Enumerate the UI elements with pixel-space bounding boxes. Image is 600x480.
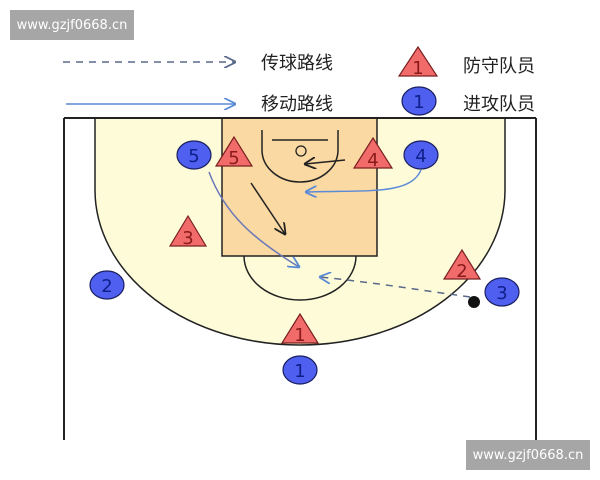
pass-line [320,277,471,298]
svg-text:3: 3 [182,228,193,249]
svg-text:1: 1 [412,58,423,79]
attacker-1: 1 [282,355,318,385]
svg-text:4: 4 [367,150,378,171]
defender-1: 1 [280,312,320,346]
attacker-5-cut [208,171,299,267]
legend-pass-label: 传球路线 [261,53,333,74]
legend-defender-label: 防守队员 [463,56,535,77]
defender-4: 4 [352,136,394,171]
defender-move-arrow [250,182,285,234]
svg-text:1: 1 [413,92,424,113]
svg-text:1: 1 [294,325,305,346]
attacker-4-cut [306,169,422,192]
svg-text:5: 5 [188,146,199,167]
legend-defender-icon: 1 [397,45,439,79]
attacker-4: 4 [403,140,439,170]
svg-text:3: 3 [496,283,507,304]
svg-text:2: 2 [456,261,467,282]
legend-move-label: 移动路线 [261,94,333,115]
paint-key [221,117,378,257]
defender-move-arrow [305,160,346,164]
watermark-top: www.gzjf0668.cn [10,10,134,40]
attacker-2: 2 [89,270,125,300]
watermark-bottom: www.gzjf0668.cn [466,440,590,470]
svg-text:4: 4 [415,146,426,167]
free-throw-circle [243,255,357,301]
half-court [63,117,537,440]
hoop [295,145,307,157]
legend-attacker-icon: 1 [401,86,437,116]
attacker-3: 3 [484,277,520,307]
attacker-5: 5 [176,140,212,170]
defender-3: 3 [168,214,208,249]
svg-text:2: 2 [101,276,112,297]
defender-5: 5 [214,135,254,169]
defender-2: 2 [442,248,482,282]
ball [468,296,480,308]
svg-text:5: 5 [228,148,239,169]
play-paths [208,160,480,308]
svg-text:1: 1 [294,361,305,382]
legend-attacker-label: 进攻队员 [463,94,535,115]
